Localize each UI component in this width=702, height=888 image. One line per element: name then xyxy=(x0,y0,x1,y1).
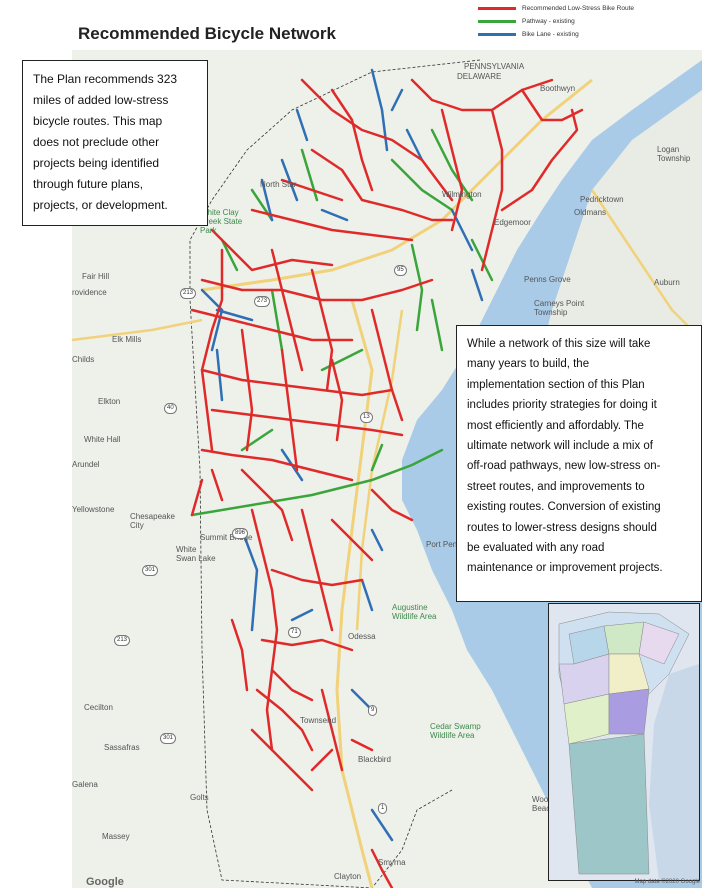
callout-line: maintenance or improvement projects. xyxy=(467,562,663,575)
place-label: White Hall xyxy=(84,435,121,444)
place-label: Fair Hill xyxy=(82,272,110,281)
callout-line: does not preclude other xyxy=(33,135,160,149)
route-shield: 1 xyxy=(378,803,388,814)
callout-line: implementation section of this Plan xyxy=(467,378,645,391)
place-label: Yellowstone xyxy=(72,505,115,514)
legend-label: Bike Lane - existing xyxy=(522,30,579,38)
callout-line: many years to build, the xyxy=(467,358,590,371)
place-label: DELAWARE xyxy=(457,72,502,81)
place-label: Augustine Wildlife Area xyxy=(392,603,437,621)
recommended-routes-group xyxy=(190,78,584,888)
map-data-attribution: Map data ©2020 Google xyxy=(634,879,700,885)
state-boundary xyxy=(189,59,481,888)
callout-line: ultimate network will include a mix of xyxy=(467,440,653,453)
route-shield: 896 xyxy=(232,528,249,539)
place-label: PENNSYLVANIA xyxy=(464,62,525,71)
place-label: White Swan Lake xyxy=(176,545,216,563)
route-shield: 213 xyxy=(114,635,131,646)
map-legend: Recommended Low-Stress Bike Route Pathwa… xyxy=(478,2,702,46)
callout-line: projects being identified xyxy=(33,156,160,170)
place-label: Smyrna xyxy=(378,858,406,867)
place-label: Auburn xyxy=(654,278,680,287)
highway-rt1 xyxy=(335,299,374,888)
callout-implementation: While a network of this size will take m… xyxy=(456,325,702,602)
place-label: Cecilton xyxy=(84,703,113,712)
callout-line: bicycle routes. This map xyxy=(33,114,163,128)
callout-line: miles of added low-stress xyxy=(33,93,169,107)
place-label: Port Penn xyxy=(426,540,462,549)
place-label: Elkton xyxy=(98,397,121,406)
legend-swatch-red xyxy=(478,6,516,10)
legend-swatch-blue xyxy=(478,32,516,36)
callout-line: routes to lower-stress designs should xyxy=(467,521,657,534)
route-shield: 95 xyxy=(394,265,407,276)
callout-line: projects, or development. xyxy=(33,198,168,212)
place-label: Sassafras xyxy=(104,743,140,752)
callout-line: existing routes. Conversion of existing xyxy=(467,501,661,514)
place-label: Logan Township xyxy=(657,145,691,163)
route-shield: 301 xyxy=(160,733,177,744)
highway-i95 xyxy=(201,78,593,292)
callout-line: most efficiently and affordably. The xyxy=(467,419,644,432)
place-label: Blackbird xyxy=(358,755,391,764)
place-label: Golts xyxy=(190,793,209,802)
place-label: Boothwyn xyxy=(540,84,576,93)
place-label: Odessa xyxy=(348,632,376,641)
callout-line: street routes, and improvements to xyxy=(467,480,645,493)
route-shield: 71 xyxy=(288,627,301,638)
nj-land xyxy=(542,90,702,350)
callout-line: through future plans, xyxy=(33,177,144,191)
place-label: Galena xyxy=(72,780,98,789)
highway-rt40 xyxy=(72,318,203,342)
place-label: White Clay Creek State Park xyxy=(200,208,243,235)
legend-item-recommended: Recommended Low-Stress Bike Route xyxy=(478,2,634,14)
place-label: North Star xyxy=(260,180,297,189)
callout-line: While a network of this size will take xyxy=(467,338,651,350)
place-label: Pedricktown xyxy=(580,195,624,204)
callout-line: includes priority strategies for doing i… xyxy=(467,399,657,412)
route-shield: 9 xyxy=(368,705,378,716)
place-label: Carneys Point Township xyxy=(534,299,585,317)
legend-item-pathway: Pathway - existing xyxy=(478,15,575,27)
place-label: Wilmington xyxy=(442,190,482,199)
legend-swatch-green xyxy=(478,19,516,23)
place-label: Oldmans xyxy=(574,208,607,217)
route-shield: 273 xyxy=(254,296,271,307)
route-shield: 213 xyxy=(180,288,197,299)
place-label: rovidence xyxy=(72,288,107,297)
legend-item-bike-lane: Bike Lane - existing xyxy=(478,28,579,40)
place-label: Arundel xyxy=(72,460,100,469)
place-label: Childs xyxy=(72,355,95,364)
inset-map-svg xyxy=(549,604,699,880)
map-title: Recommended Bicycle Network xyxy=(78,24,336,43)
place-label: Cedar Swamp Wildlife Area xyxy=(430,722,481,740)
legend-label: Pathway - existing xyxy=(522,17,575,25)
route-shield: 13 xyxy=(360,412,373,423)
place-label: Penns Grove xyxy=(524,275,571,284)
inset-locator-map xyxy=(548,603,700,881)
pathway-existing-group xyxy=(190,128,494,517)
place-label: Chesapeake City xyxy=(130,512,175,530)
callout-line: The Plan recommends 323 xyxy=(33,72,178,86)
place-label: Clayton xyxy=(334,872,362,881)
place-label: Massey xyxy=(102,832,130,841)
callout-plan-summary: The Plan recommends 323 miles of added l… xyxy=(22,60,208,226)
route-shield: 301 xyxy=(142,565,159,576)
place-label: Townsend xyxy=(300,716,337,725)
callout-line: be evaluated with any road xyxy=(467,542,605,555)
callout-line: off-road pathways, new low-stress on- xyxy=(467,460,661,473)
google-logo: Google xyxy=(86,876,124,888)
legend-label: Recommended Low-Stress Bike Route xyxy=(522,4,634,12)
place-label: Edgemoor xyxy=(494,218,531,227)
route-shield: 40 xyxy=(164,403,177,414)
place-label: Elk Mills xyxy=(112,335,142,344)
place-label: Summit Bridge xyxy=(200,533,253,542)
